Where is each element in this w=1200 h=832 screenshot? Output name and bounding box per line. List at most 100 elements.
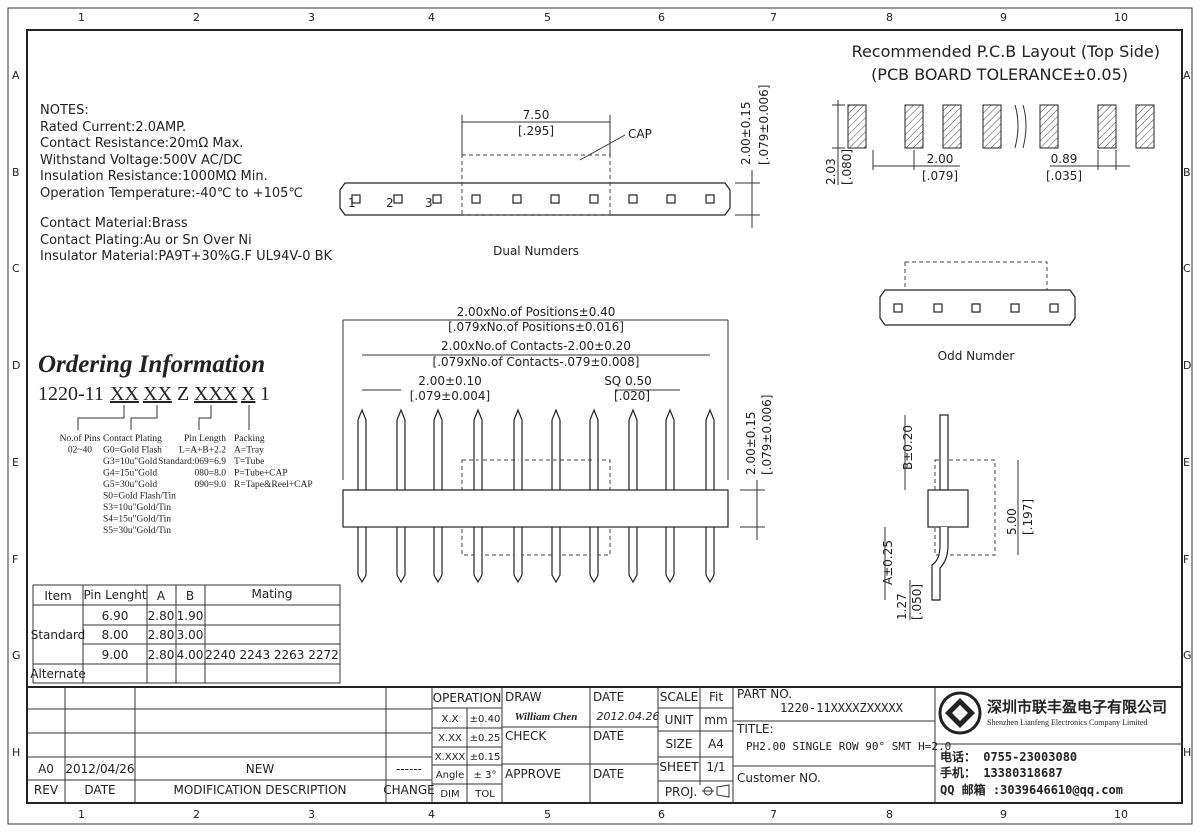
pcb-pad <box>847 104 867 149</box>
part-number: 1220-11XXXXZXXXXX <box>780 701 904 715</box>
svg-text:H: H <box>1183 746 1191 759</box>
pin-pad <box>705 194 715 204</box>
company-logo-icon <box>938 691 982 735</box>
ordering-entry: P=Tube+CAP <box>234 469 288 479</box>
svg-text:TITLE:: TITLE: <box>736 722 774 736</box>
svg-text:[.079xNo.of Contacts-.079±0.00: [.079xNo.of Contacts-.079±0.008] <box>433 355 640 369</box>
svg-text:G: G <box>1183 649 1192 662</box>
svg-text:DATE: DATE <box>84 783 115 797</box>
svg-text:H: H <box>12 746 20 759</box>
pin <box>396 408 406 584</box>
col-7: 7 <box>770 11 777 24</box>
pcb-layout: Recommended P.C.B Layout (Top Side) (PCB… <box>824 42 1160 185</box>
svg-text:电话： 0755-23003080: 电话： 0755-23003080 <box>940 749 1077 764</box>
svg-text:9: 9 <box>1000 808 1007 821</box>
note-line: Contact Material:Brass <box>40 216 188 231</box>
pin <box>628 408 638 584</box>
ordering-entry: Pin Length <box>184 434 226 444</box>
pcb-pad <box>1097 104 1117 149</box>
svg-text:[.079±0.004]: [.079±0.004] <box>410 389 491 403</box>
ordering-entry: S0=Gold Flash/Tin <box>103 492 176 502</box>
pin <box>473 408 483 584</box>
svg-text:MODIFICATION DESCRIPTION: MODIFICATION DESCRIPTION <box>173 783 346 797</box>
note-line: Contact Resistance:20mΩ Max. <box>40 136 243 151</box>
svg-text:APPROVE: APPROVE <box>505 767 561 781</box>
projection-symbol-icon <box>702 784 730 798</box>
svg-text:E: E <box>12 456 19 469</box>
svg-text:X.XX: X.XX <box>438 733 462 744</box>
pin <box>589 408 599 584</box>
col-3: 3 <box>308 11 315 24</box>
ordering-entry: S3=10u"Gold/Tin <box>103 503 171 513</box>
svg-text:[.035]: [.035] <box>1046 169 1082 183</box>
svg-text:10: 10 <box>1114 808 1128 821</box>
ordering-entry: S4=15u"Gold/Tin <box>103 515 171 525</box>
svg-text:X.X: X.X <box>442 714 459 725</box>
svg-text:3: 3 <box>425 196 433 210</box>
svg-text:[.197]: [.197] <box>1021 499 1035 535</box>
ordering-entry: G4=15u"Gold <box>103 469 157 479</box>
svg-text:7: 7 <box>770 808 777 821</box>
svg-text:mm: mm <box>704 713 727 727</box>
svg-text:6: 6 <box>658 808 665 821</box>
cap-outline <box>461 154 611 216</box>
svg-text:1: 1 <box>348 196 356 210</box>
svg-text:G: G <box>12 649 21 662</box>
break-symbol <box>1014 104 1027 149</box>
svg-text:3.00: 3.00 <box>177 628 204 642</box>
svg-text:3: 3 <box>308 808 315 821</box>
note-line: Operation Temperature:-40℃ to +105℃ <box>40 186 303 201</box>
pin-pad <box>628 194 638 204</box>
svg-text:2.03: 2.03 <box>824 158 838 185</box>
svg-text:QQ 邮箱 :3039646610@qq.com: QQ 邮箱 :3039646610@qq.com <box>940 782 1123 797</box>
pin <box>513 408 523 584</box>
ordering-entry: T=Tube <box>234 457 264 467</box>
svg-text:1: 1 <box>78 808 85 821</box>
ordering-entry: G0=Gold Flash <box>103 446 162 456</box>
dim-width: 7.50 <box>523 108 550 122</box>
pin-pad <box>1010 303 1020 313</box>
pin <box>433 408 443 584</box>
svg-text:TOL: TOL <box>474 789 495 800</box>
svg-text:DATE: DATE <box>593 690 624 704</box>
svg-text:± 3°: ± 3° <box>474 770 497 781</box>
col-5: 5 <box>544 11 551 24</box>
svg-text:A0: A0 <box>38 762 54 776</box>
pin-pad <box>971 303 981 313</box>
svg-text:------: ------ <box>396 762 422 776</box>
col-1: 1 <box>78 11 85 24</box>
ordering-entry: G3=10u"Gold <box>103 457 157 467</box>
svg-text:A4: A4 <box>708 737 724 751</box>
pin <box>357 408 367 584</box>
pin-pad <box>471 194 481 204</box>
svg-text:1.90: 1.90 <box>177 609 204 623</box>
svg-text:6.90: 6.90 <box>102 609 129 623</box>
svg-text:Customer NO.: Customer NO. <box>737 771 821 785</box>
dual-caption: Dual Numders <box>493 244 579 258</box>
svg-text:Pin Lenght: Pin Lenght <box>83 588 146 602</box>
svg-text:±0.15: ±0.15 <box>470 752 501 763</box>
ordering-entry: A=Tray <box>234 446 264 456</box>
note-line: Insulation Resistance:1000MΩ Min. <box>40 169 268 184</box>
inner-frame <box>26 29 1183 804</box>
svg-text:Alternate: Alternate <box>30 667 85 681</box>
ordering-title: Ordering Information <box>38 351 265 378</box>
svg-text:[.079±0.006]: [.079±0.006] <box>757 85 771 166</box>
svg-text:DATE: DATE <box>593 767 624 781</box>
svg-text:SHEET: SHEET <box>659 760 699 774</box>
svg-text:±0.25: ±0.25 <box>470 733 501 744</box>
svg-text:2.00±0.15: 2.00±0.15 <box>744 412 758 476</box>
svg-text:OPERATION: OPERATION <box>433 691 502 705</box>
svg-text:F: F <box>1183 553 1189 566</box>
svg-text:D: D <box>12 359 20 372</box>
part-title: PH2.00 SINGLE ROW 90° SMT H=2.0 <box>746 740 951 753</box>
col-8: 8 <box>886 11 893 24</box>
ordering-entry: S5=30u"Gold/Tin <box>103 526 171 536</box>
dual-number-view: 7.50 [.295] CAP 1 2 3 2.00±0.15 [.079±0.… <box>339 85 771 258</box>
pcb-title: Recommended P.C.B Layout (Top Side) <box>852 42 1160 61</box>
svg-text:[.079±0.006]: [.079±0.006] <box>760 395 774 476</box>
